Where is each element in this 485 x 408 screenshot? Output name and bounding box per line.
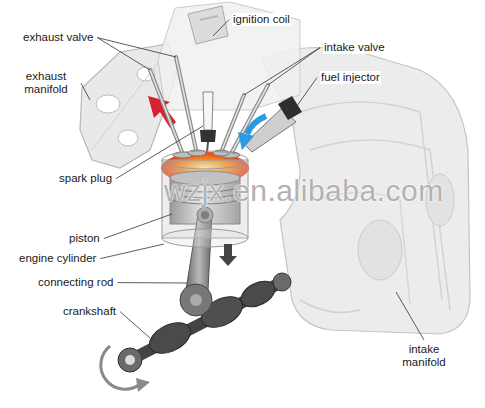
spark-plug-drawing	[200, 92, 216, 152]
cylinder-head-drawing	[158, 2, 300, 110]
leader-line	[116, 126, 203, 179]
ignition-coil-drawing	[188, 6, 228, 44]
watermark: wzjx.en.alibaba.com	[163, 174, 445, 209]
crankshaft-drawing	[180, 284, 212, 316]
exhaust-manifold-drawing	[118, 130, 138, 146]
leader-line	[294, 78, 317, 110]
part-label: ignition coil	[232, 13, 291, 26]
motion-arrow	[219, 244, 237, 266]
part-label: exhaust manifold	[14, 70, 78, 96]
leader-line	[120, 312, 150, 338]
leader-line	[104, 214, 172, 239]
leader-line	[244, 48, 320, 95]
crankshaft-drawing	[118, 273, 291, 372]
crankshaft-drawing	[144, 316, 195, 359]
rotation-arrow	[136, 378, 150, 392]
engine-cylinder-drawing	[162, 151, 248, 169]
valve-drawing	[150, 70, 182, 152]
part-label: intake manifold	[392, 343, 456, 369]
leader-line	[396, 292, 424, 340]
exhaust-manifold-drawing	[96, 95, 120, 113]
leader-line	[97, 38, 176, 57]
spark-plug-drawing	[207, 142, 208, 152]
leader-line	[100, 244, 164, 259]
motion-arrow	[219, 244, 237, 266]
part-label: connecting rod	[37, 276, 114, 289]
crankshaft-drawing	[273, 273, 291, 291]
valve-drawing	[150, 70, 182, 152]
part-label: spark plug	[58, 172, 113, 185]
intake-manifold-drawing	[318, 193, 410, 306]
leader-line	[213, 20, 229, 36]
spark-plug-drawing	[200, 130, 216, 142]
intake-arrow	[247, 116, 266, 134]
part-label: intake valve	[323, 41, 386, 54]
leader-line	[81, 83, 90, 100]
fuel-injector-drawing	[244, 96, 302, 152]
rotation-arrow	[101, 346, 150, 392]
part-label: piston	[68, 232, 101, 245]
cylinder-head-drawing	[158, 2, 300, 110]
intake-manifold-drawing	[358, 220, 402, 280]
part-label: crankshaft	[62, 305, 117, 318]
part-label: exhaust valve	[22, 31, 94, 44]
fuel-injector-drawing	[278, 96, 302, 120]
engine-cylinder-drawing	[162, 229, 248, 247]
intake-manifold-drawing	[300, 300, 360, 312]
part-label: fuel injector	[320, 71, 381, 84]
ignition-coil-drawing	[200, 16, 218, 20]
leader-line	[97, 38, 150, 70]
rotation-arrow	[101, 346, 140, 389]
crankshaft-drawing	[190, 294, 202, 306]
crankshaft-drawing	[125, 355, 135, 365]
crankshaft-drawing	[118, 348, 142, 372]
intake-arrow	[238, 116, 266, 150]
intake-arrow	[238, 132, 254, 150]
intake-manifold-drawing	[310, 140, 450, 310]
spark-plug-drawing	[203, 92, 213, 130]
leader-line	[117, 282, 187, 283]
leader-line	[268, 48, 320, 85]
ignition-coil-drawing	[188, 6, 228, 44]
part-label: engine cylinder	[18, 252, 97, 265]
